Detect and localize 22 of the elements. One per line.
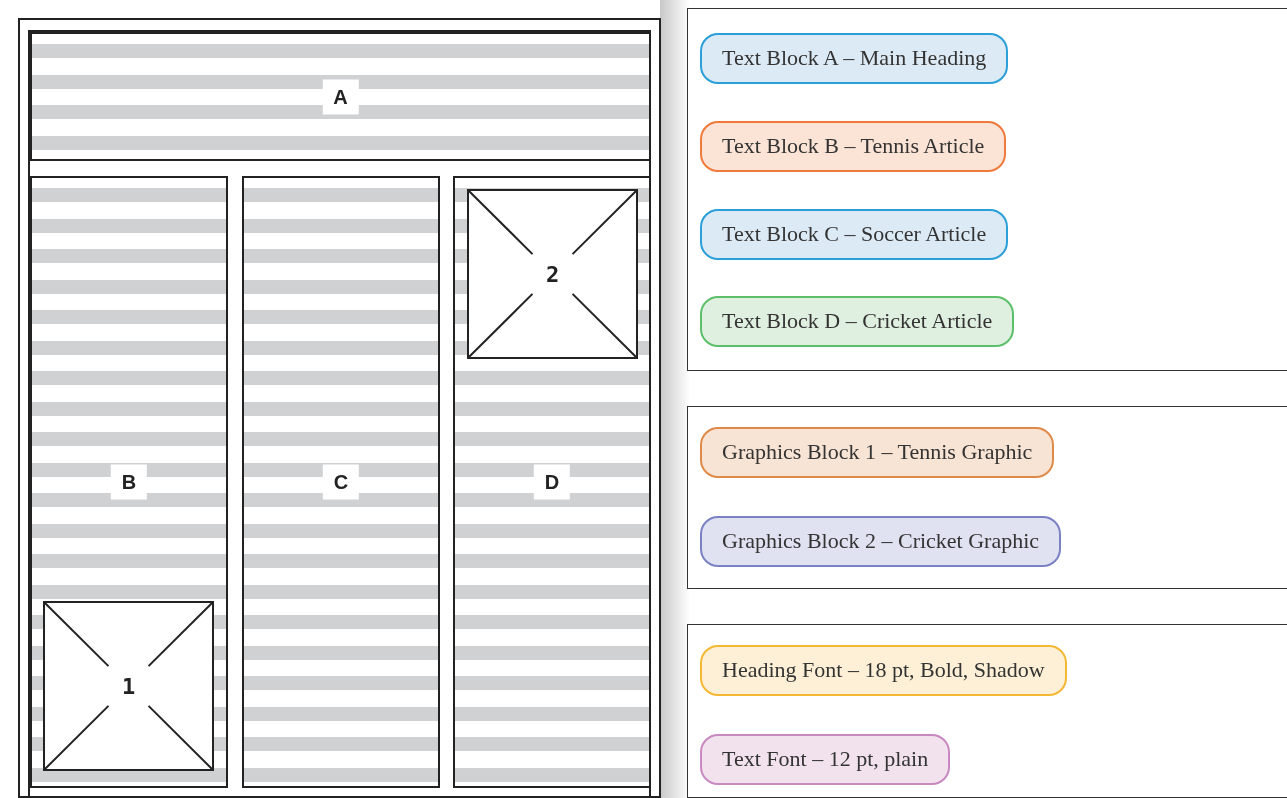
block-letter: C (322, 464, 360, 500)
text-block (453, 176, 651, 788)
legend-tag: Text Block D – Cricket Article (700, 296, 1015, 347)
block-number: 2 (545, 261, 560, 287)
block-number: 1 (121, 673, 136, 699)
legend-tag: Heading Font – 18 pt, Bold, Shadow (700, 645, 1067, 696)
legend-tag: Text Block A – Main Heading (700, 33, 1009, 84)
legend-tag: Text Block B – Tennis Article (700, 121, 1007, 172)
legend-tag: Graphics Block 2 – Cricket Graphic (700, 516, 1062, 567)
panel (687, 8, 1287, 371)
block-letter: D (533, 464, 571, 500)
legend-tag: Text Block C – Soccer Article (700, 209, 1009, 260)
text-block (242, 176, 440, 788)
panel (687, 624, 1287, 798)
legend-tag: Graphics Block 1 – Tennis Graphic (700, 427, 1055, 478)
panel (687, 406, 1287, 589)
block-letter: A (322, 79, 359, 114)
page-frame (18, 18, 661, 798)
block-letter: B (110, 464, 148, 500)
text-block (30, 32, 651, 161)
legend-tag: Text Font – 12 pt, plain (700, 734, 951, 785)
text-block (30, 176, 228, 788)
